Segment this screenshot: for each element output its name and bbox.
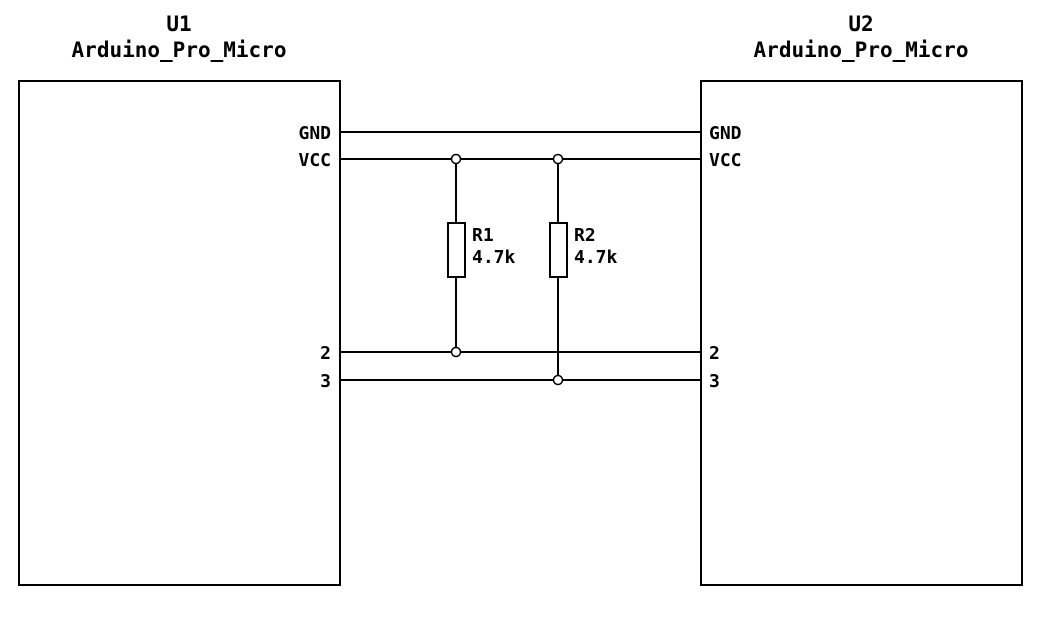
junction-r1-vcc <box>450 153 462 165</box>
u1-pin-label-vcc: VCC <box>298 150 331 171</box>
component-u1: U1 Arduino_Pro_Micro GND VCC 2 3 <box>18 12 341 586</box>
u2-pin-label-vcc: VCC <box>709 150 742 171</box>
component-u1-body <box>18 80 341 586</box>
u2-pin-label-gnd: GND <box>709 123 742 144</box>
u1-pin-label-gnd: GND <box>298 123 331 144</box>
u1-pin-label-2: 2 <box>320 343 331 364</box>
resistor-r2-ref: R2 <box>574 225 596 246</box>
u2-pin-label-2: 2 <box>709 343 720 364</box>
junction-r2-net3 <box>552 374 564 386</box>
component-u2-ref: U2 <box>848 12 873 36</box>
resistor-r2-body <box>549 222 568 278</box>
u1-pin-label-3: 3 <box>320 371 331 392</box>
resistor-r1: R1 4.7k <box>447 153 516 358</box>
component-u1-value: Arduino_Pro_Micro <box>72 38 287 62</box>
resistor-r2-value: 4.7k <box>574 247 618 268</box>
component-u2-value: Arduino_Pro_Micro <box>754 38 969 62</box>
wires <box>340 131 701 381</box>
u2-pin-label-3: 3 <box>709 371 720 392</box>
junction-r1-net2 <box>450 346 462 358</box>
component-u2: U2 Arduino_Pro_Micro GND VCC 2 3 <box>700 12 1023 586</box>
component-u2-body <box>700 80 1023 586</box>
resistor-r1-body <box>447 222 466 278</box>
component-u1-ref: U1 <box>166 12 191 36</box>
junction-r2-vcc <box>552 153 564 165</box>
resistor-r1-ref: R1 <box>472 225 494 246</box>
resistor-r1-value: 4.7k <box>472 247 516 268</box>
resistor-r2: R2 4.7k <box>549 153 618 386</box>
